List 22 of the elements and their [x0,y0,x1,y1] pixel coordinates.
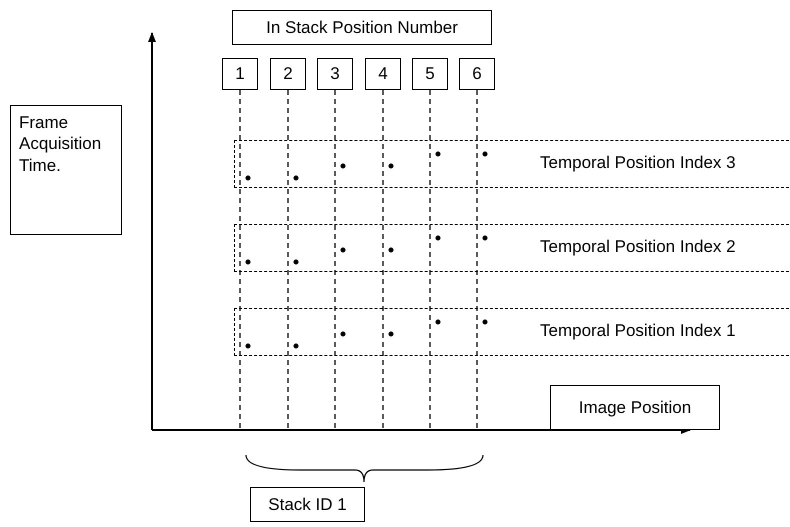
label-box: 4 [365,58,401,90]
label-box: 3 [317,58,353,90]
label-box: Frame Acquisition Time. [10,105,122,235]
dashed-line [429,90,431,430]
label-box: Stack ID 1 [250,487,365,522]
dashed-line [334,90,336,430]
dashed-band [234,140,790,188]
label-box: Image Position [550,385,720,430]
label-box: In Stack Position Number [232,10,492,45]
label-box: 6 [459,58,495,90]
dashed-line [382,90,384,430]
dashed-band [234,224,790,272]
label-box: 2 [270,58,306,90]
label-box: 5 [412,58,448,90]
band-label: Temporal Position Index 3 [540,153,736,173]
dashed-line [239,90,241,430]
dashed-band [234,308,790,356]
band-label: Temporal Position Index 1 [540,321,736,341]
dashed-line [287,90,289,430]
label-box: 1 [222,58,258,90]
band-label: Temporal Position Index 2 [540,237,736,257]
dashed-line [476,90,478,430]
